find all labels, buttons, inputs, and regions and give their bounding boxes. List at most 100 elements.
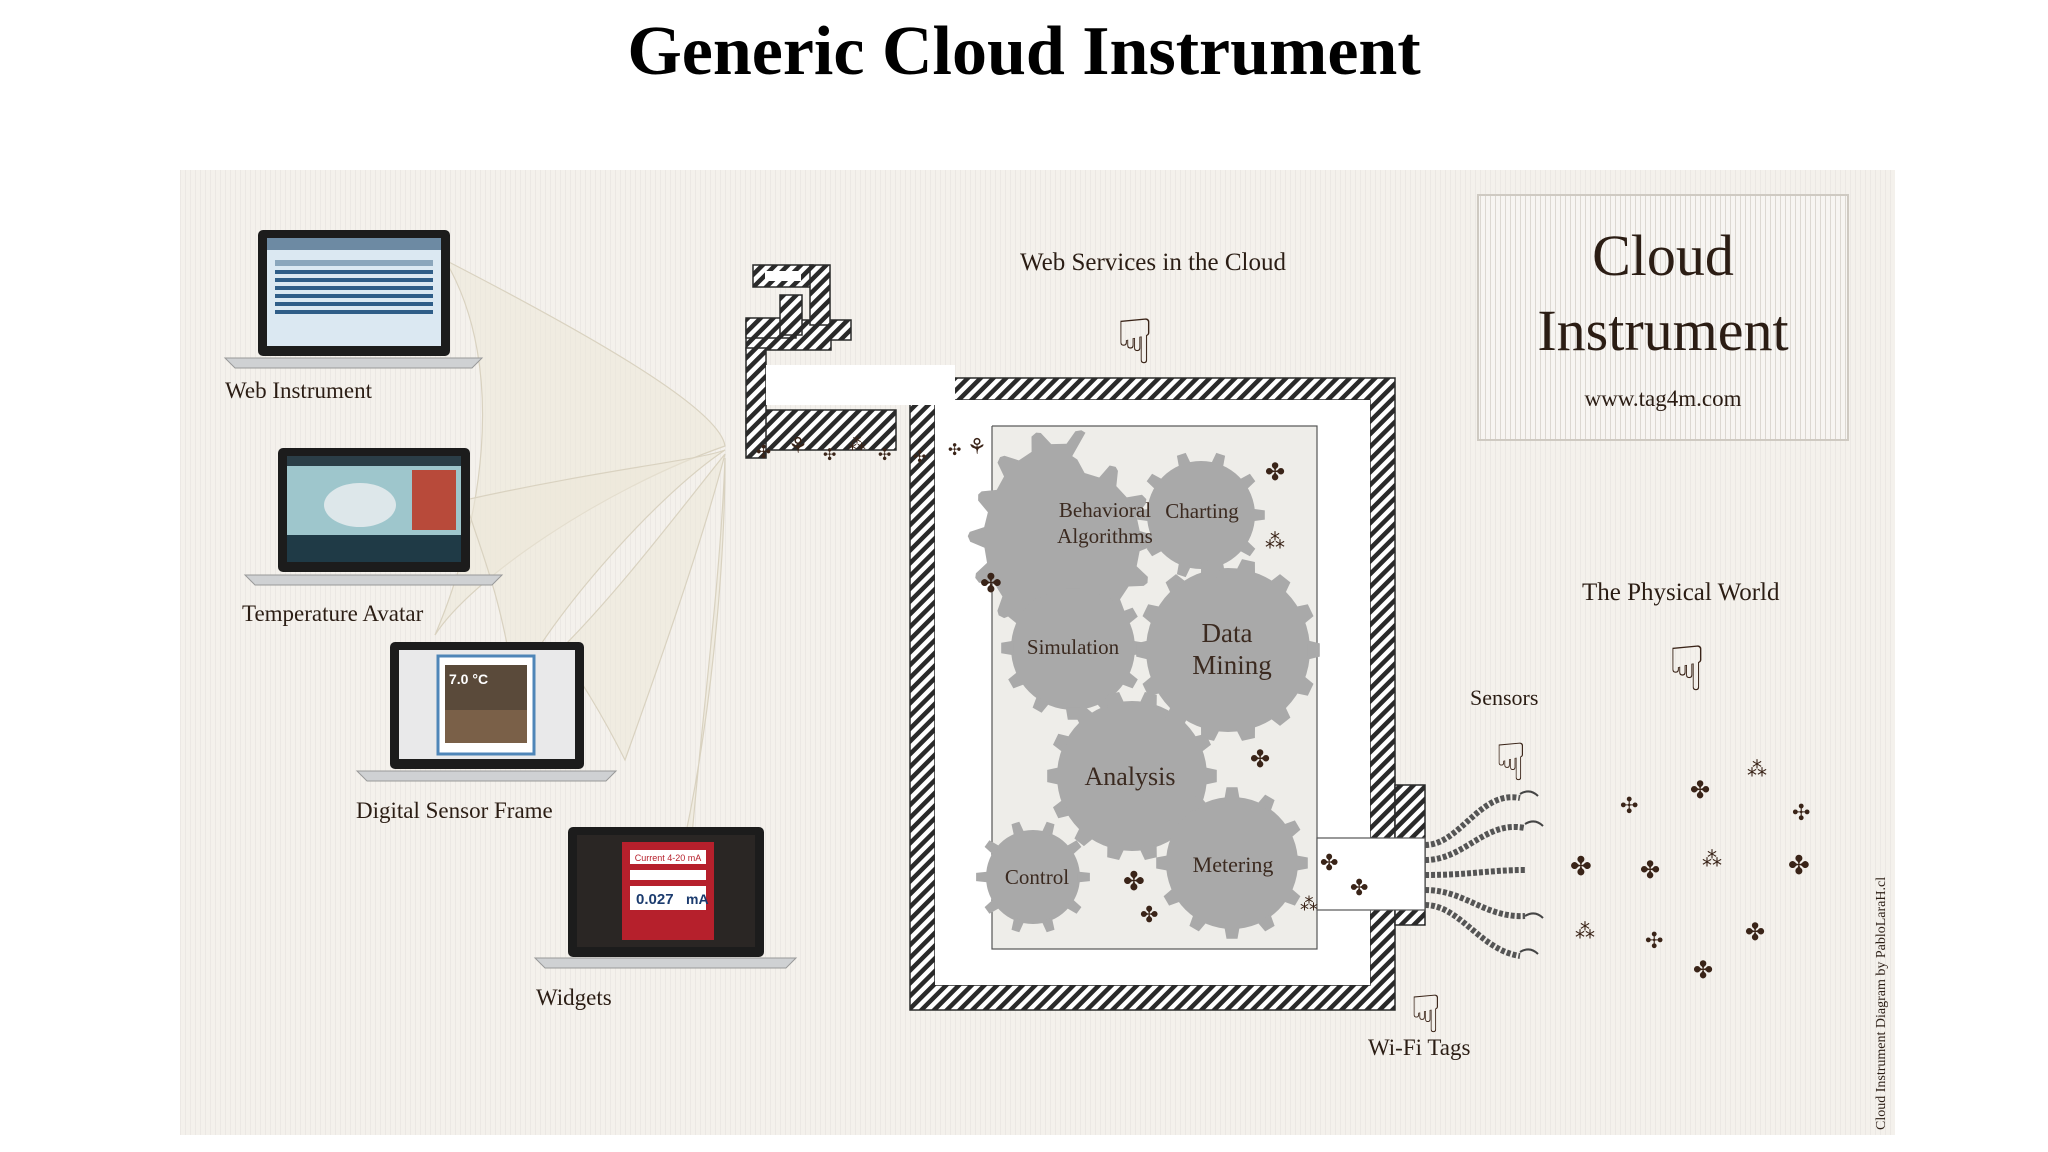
scroll-icon: ⁂ [1300, 894, 1318, 915]
gear-tooth [1011, 917, 1025, 933]
device-label: Digital Sensor Frame [356, 798, 553, 823]
web-services-label: Web Services in the Cloud [1020, 249, 1286, 276]
gear-tooth [1107, 844, 1125, 860]
gear-tooth [1001, 640, 1014, 656]
device-label: Temperature Avatar [242, 601, 424, 626]
physical-world-label: The Physical World [1582, 579, 1780, 606]
scroll-icon: ⁂ [1702, 847, 1722, 871]
gear-tooth [1236, 725, 1255, 741]
gear-label: Algorithms [1057, 524, 1153, 548]
gear-tooth [1163, 888, 1181, 906]
fly-icon: ✤ [1123, 867, 1145, 897]
fly-icon: ✤ [1690, 776, 1710, 804]
gear-tooth [1053, 733, 1071, 753]
cloud-instrument-diagram: Behavioral Algorithms Charting Simulatio… [223, 194, 1889, 1130]
gear-tooth [1066, 898, 1082, 914]
gear-tooth [1121, 607, 1138, 625]
bug-icon: ✣ [1620, 794, 1638, 819]
gear-control [986, 830, 1080, 924]
slide-title: Generic Cloud Instrument [627, 13, 1421, 90]
fly-icon: ✤ [1320, 851, 1338, 876]
gear-label: Simulation [1027, 635, 1120, 659]
gear-tooth [1074, 827, 1094, 847]
connection-fan [434, 258, 726, 861]
gear-tooth [1137, 508, 1150, 522]
gear-label: Analysis [1085, 762, 1176, 791]
gear-label: Behavioral [1059, 498, 1151, 522]
gear-tooth [1189, 914, 1207, 932]
gear-tooth [1146, 473, 1163, 490]
gear-data-mining [1146, 568, 1310, 732]
fly-icon: ✤ [1788, 851, 1810, 881]
gear-tooth [1201, 559, 1220, 575]
gear-tooth [1204, 767, 1217, 785]
gear-tooth [1257, 914, 1275, 932]
gear-tooth [1295, 604, 1314, 625]
pointing-hand-icon: ☟ [1116, 305, 1154, 378]
sensor-tips [1519, 790, 1544, 955]
gear-label: Mining [1192, 650, 1272, 680]
device-label: Widgets [536, 985, 612, 1010]
gear-tooth [1139, 692, 1157, 708]
widget-title-text: Current 4-20 mA [635, 853, 702, 863]
fly-icon: ✤ [1693, 956, 1713, 984]
fly-icon: ✤ [1640, 856, 1660, 884]
gear-tooth [1008, 607, 1025, 625]
gear-tooth [1032, 696, 1050, 713]
diagram-panel: Behavioral Algorithms Charting Simulatio… [180, 170, 1895, 1135]
physical-world-critters: ✣ ✤ ⁂ ✣ ✤ ✤ ⁂ ✤ ⁂ ✣ ✤ ✤ [1570, 757, 1810, 984]
gear-tooth [1239, 540, 1256, 557]
gear-analysis [1057, 701, 1207, 851]
gear-tooth [1224, 926, 1240, 939]
gear-tooth [1047, 767, 1060, 785]
pointing-hand-icon: ☟ [1495, 733, 1527, 793]
bug-icon: ✣ [756, 442, 771, 463]
gear-label: Metering [1193, 852, 1274, 877]
gear-tooth [1257, 794, 1275, 812]
gear-tooth [1170, 827, 1190, 847]
gear-tooth [1142, 675, 1161, 696]
gear-tooth [1041, 821, 1055, 837]
gear-tooth [1295, 675, 1314, 696]
gear-tooth [1170, 705, 1190, 725]
gear-tooth [1074, 705, 1094, 725]
pointing-hand-icon: ☟ [1668, 632, 1706, 705]
scroll-icon: ⁂ [1265, 529, 1285, 553]
laptop-temperature-avatar: Temperature Avatar [242, 448, 504, 626]
gear-tooth [1121, 671, 1138, 689]
inlet-pipe [745, 264, 916, 459]
gear-tooth [1193, 733, 1211, 753]
gear-group [967, 430, 1320, 939]
fly-icon: ✤ [1570, 852, 1592, 882]
bug-icon: ✣ [878, 445, 891, 464]
widget-unit-text: mA [686, 891, 709, 907]
fly-icon: ✤ [980, 569, 1002, 599]
scroll-icon: ⁂ [848, 434, 866, 455]
gear-tooth [984, 898, 1000, 914]
gear-tooth [1283, 820, 1301, 838]
gear-label: Charting [1165, 499, 1239, 523]
fly-icon: ✤ [1350, 876, 1368, 901]
gear-tooth [1270, 574, 1291, 594]
gear-tooth [1066, 840, 1082, 856]
bug-icon: ✣ [1792, 801, 1810, 826]
gear-tooth [1189, 794, 1207, 812]
bug-icon: ✣ [823, 445, 836, 464]
gear-metering [1166, 797, 1298, 929]
gear-tooth [1011, 821, 1025, 837]
laptop-widgets: Current 4-20 mA 0.027 mA Widgets [533, 827, 798, 1010]
credit-label: Cloud Instrument Diagram by PabloLaraH.c… [1874, 877, 1889, 1130]
gear-tooth [1032, 583, 1050, 600]
logo-url: www.tag4m.com [1585, 386, 1742, 411]
fly-icon: ✤ [1745, 918, 1765, 946]
gear-tooth [1008, 671, 1025, 689]
sensor-cables [1424, 794, 1526, 959]
bug-icon: ✣ [948, 440, 961, 459]
bug-icon: ✣ [1645, 929, 1663, 954]
gear-tooth [1136, 640, 1149, 660]
gear-tooth [1283, 888, 1301, 906]
gear-tooth [1307, 640, 1320, 660]
gear-tooth [976, 871, 989, 883]
gear-tooth [1224, 787, 1240, 800]
gear-tooth [1139, 844, 1157, 860]
